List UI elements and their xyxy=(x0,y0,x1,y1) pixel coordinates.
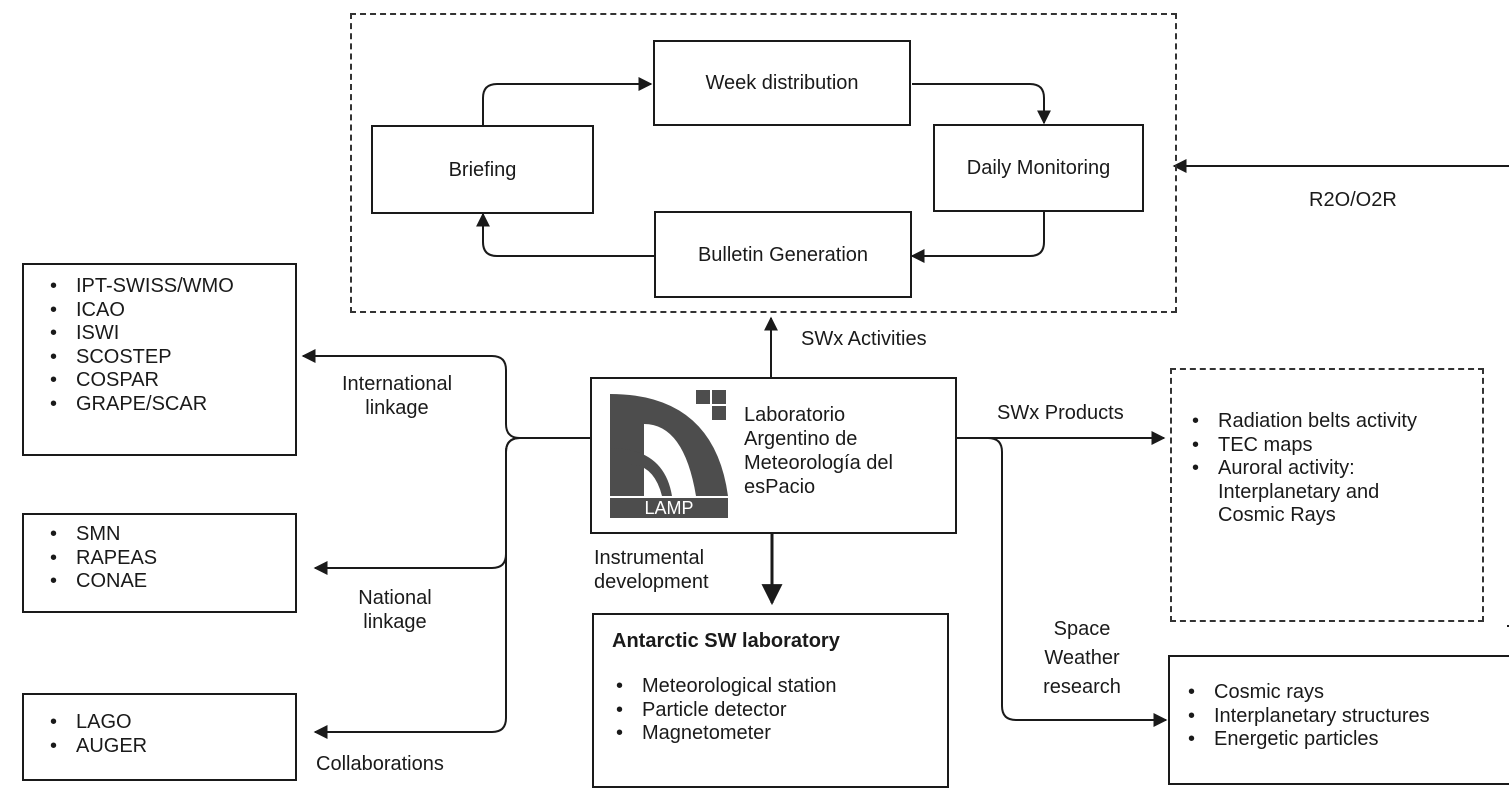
lamp-logo-text: LAMP xyxy=(644,498,693,518)
list-item: AUGER xyxy=(46,735,295,759)
international-list: IPT-SWISS/WMO ICAO ISWI SCOSTEP COSPAR G… xyxy=(46,275,295,416)
list-item: Magnetometer xyxy=(612,722,947,746)
edge-daily-to-bulletin xyxy=(910,212,1045,263)
list-item: IPT-SWISS/WMO xyxy=(46,275,295,299)
week-distribution-label: Week distribution xyxy=(705,72,859,94)
list-item: ICAO xyxy=(46,299,295,323)
swx-products-label: SWx Products xyxy=(997,402,1124,424)
antarctic-lab-title: Antarctic SW laboratory xyxy=(612,630,840,652)
label-line: linkage xyxy=(365,397,429,419)
edge-collaborations xyxy=(313,437,521,739)
daily-monitoring-box[interactable]: Daily Monitoring xyxy=(933,124,1144,212)
list-item: Cosmic rays xyxy=(1184,681,1509,705)
label-line: research xyxy=(1043,676,1121,698)
list-item: SCOSTEP xyxy=(46,346,295,370)
lamp-name: Laboratorio Argentino de Meteorología de… xyxy=(744,403,893,499)
bulletin-generation-label: Bulletin Generation xyxy=(697,243,869,266)
list-item-continued: Interplanetary and xyxy=(1218,480,1380,503)
list-item: COSPAR xyxy=(46,369,295,393)
swx-products-box[interactable]: Radiation belts activity TEC maps Aurora… xyxy=(1170,368,1484,622)
antarctic-list: Meteorological station Particle detector… xyxy=(612,675,947,746)
products-continuation: Interplanetary and Cosmic Rays xyxy=(1188,481,1482,528)
space-weather-research-label: Space Weather research xyxy=(1020,615,1144,702)
r2o-o2r-label: R2O/O2R xyxy=(1309,189,1397,211)
list-item-continued: Cosmic Rays xyxy=(1218,504,1336,526)
lamp-name-line: esPacio xyxy=(744,476,816,498)
collaborations-list: LAGO AUGER xyxy=(46,711,295,758)
instrumental-development-label: Instrumental development xyxy=(594,546,709,594)
swx-activities-container xyxy=(350,13,1177,313)
edge-week-to-daily xyxy=(912,83,1051,125)
edge-bulletin-to-briefing xyxy=(476,212,654,257)
list-item: Meteorological station xyxy=(612,675,947,699)
swx-activities-label: SWx Activities xyxy=(801,328,927,350)
list-item: CONAE xyxy=(46,570,295,594)
briefing-label: Briefing xyxy=(448,158,517,181)
lamp-logo-icon: LAMP xyxy=(610,390,728,518)
label-line: development xyxy=(594,571,709,593)
list-item: Auroral activity: xyxy=(1188,457,1482,481)
collaborations-label: Collaborations xyxy=(316,753,444,775)
lamp-name-line: Laboratorio xyxy=(744,404,846,426)
national-list: SMN RAPEAS CONAE xyxy=(46,523,295,594)
list-item: TEC maps xyxy=(1188,434,1482,458)
label-line: International xyxy=(341,373,453,395)
national-box[interactable]: SMN RAPEAS CONAE xyxy=(22,513,297,613)
list-item: Radiation belts activity xyxy=(1188,410,1482,434)
label-line: National xyxy=(358,587,432,609)
antarctic-lab-box[interactable]: Antarctic SW laboratory Meteorological s… xyxy=(592,613,949,788)
label-line: Instrumental xyxy=(594,547,705,569)
list-item: GRAPE/SCAR xyxy=(46,393,295,417)
label-line: Space xyxy=(1053,618,1111,640)
edge-briefing-to-week xyxy=(482,77,653,125)
daily-monitoring-label: Daily Monitoring xyxy=(966,157,1111,179)
list-item: SMN xyxy=(46,523,295,547)
label-line: Weather xyxy=(1044,647,1120,669)
edge-national xyxy=(313,437,590,575)
list-item: Interplanetary structures xyxy=(1184,705,1509,729)
list-item: ISWI xyxy=(46,322,295,346)
bulletin-generation-box[interactable]: Bulletin Generation xyxy=(654,211,912,298)
list-item: LAGO xyxy=(46,711,295,735)
lamp-name-line: Argentino de xyxy=(744,428,858,450)
list-item: Particle detector xyxy=(612,699,947,723)
label-line: linkage xyxy=(363,611,427,633)
week-distribution-box[interactable]: Week distribution xyxy=(653,40,911,126)
edge-space-weather-research xyxy=(957,437,1168,727)
international-box[interactable]: IPT-SWISS/WMO ICAO ISWI SCOSTEP COSPAR G… xyxy=(22,263,297,456)
edge-international xyxy=(301,349,590,439)
international-linkage-label: International linkage xyxy=(322,372,472,420)
list-item: Energetic particles xyxy=(1184,728,1509,752)
briefing-box[interactable]: Briefing xyxy=(371,125,594,214)
list-item: RAPEAS xyxy=(46,547,295,571)
lamp-name-line: Meteorología del xyxy=(744,452,893,474)
research-list: Cosmic rays Interplanetary structures En… xyxy=(1184,681,1509,752)
national-linkage-label: National linkage xyxy=(330,586,460,634)
research-box[interactable]: Cosmic rays Interplanetary structures En… xyxy=(1168,655,1509,785)
products-list: Radiation belts activity TEC maps Aurora… xyxy=(1188,410,1482,481)
collaborations-box[interactable]: LAGO AUGER xyxy=(22,693,297,781)
